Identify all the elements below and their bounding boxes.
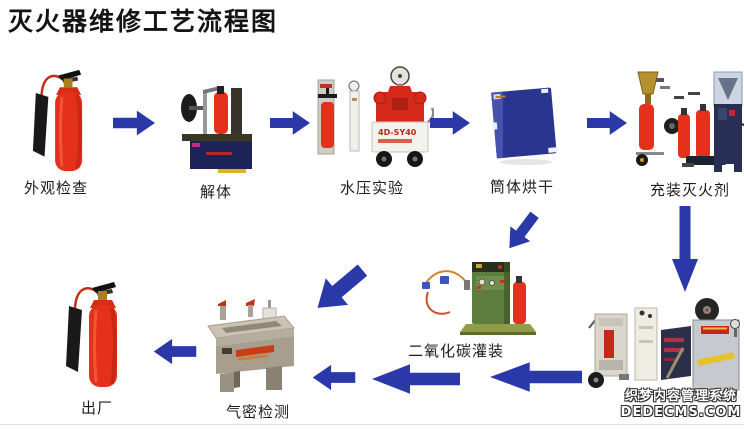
agent-filling-machines-icon	[636, 71, 744, 172]
hydraulic-tester-model-text: 4D-SY40	[378, 128, 417, 137]
recycling-machines-icon	[588, 298, 740, 396]
step-leak-test-figure	[202, 296, 300, 394]
step-agent-filling-label: 充装灭火剂	[649, 181, 730, 199]
photo-bottom-edge	[0, 424, 744, 425]
disassembly-machine-icon	[181, 86, 252, 173]
step-factory-release-label: 出厂	[80, 399, 113, 417]
arrow-right-icon	[270, 109, 310, 137]
page-title: 灭火器维修工艺流程图	[8, 7, 279, 36]
co2-filling-machine-icon	[422, 262, 536, 335]
watermark: 织梦内容管理系统 DEDECMS.COM	[620, 389, 742, 420]
co2-extinguisher-icon	[66, 282, 117, 387]
arrow-down-left-icon	[302, 260, 378, 318]
step-disassembly-figure	[176, 68, 258, 174]
arrow-left-icon	[312, 363, 356, 392]
step-co2-filling-figure	[420, 256, 540, 338]
arrow-right-icon	[113, 108, 155, 138]
arrow-left-icon	[153, 337, 197, 366]
step-leak-test-label: 气密检测	[225, 403, 290, 421]
step-appearance-inspection-figure	[20, 66, 96, 174]
hydraulic-test-machine-icon: 4D-SY40	[317, 66, 434, 167]
watermark-line2: DEDECMS.COM	[620, 404, 742, 420]
step-hydraulic-test-figure: 4D-SY40	[312, 64, 434, 170]
step-cylinder-drying-figure	[486, 82, 560, 166]
step-appearance-inspection-label: 外观检查	[23, 179, 88, 197]
arrow-right-icon	[587, 109, 627, 137]
step-cylinder-drying-label: 筒体烘干	[489, 178, 554, 196]
arrow-right-icon	[430, 109, 470, 137]
watermark-line1: 织梦内容管理系统	[624, 389, 737, 404]
leak-test-bench-icon	[207, 299, 295, 392]
recycling-machines-figure	[583, 296, 743, 398]
step-co2-filling-label: 二氧化碳灌装	[407, 342, 504, 360]
step-agent-filling-figure	[626, 68, 744, 176]
step-disassembly-label: 解体	[199, 183, 232, 201]
arrow-left-icon	[490, 360, 582, 394]
co2-extinguisher-icon	[32, 69, 83, 172]
arrow-down-left-icon	[496, 204, 548, 258]
drying-oven-icon	[491, 87, 557, 165]
arrow-down-icon	[671, 206, 699, 292]
step-hydraulic-test-label: 水压实验	[339, 179, 404, 197]
arrow-left-icon	[372, 362, 460, 396]
step-factory-release-figure	[56, 276, 128, 392]
